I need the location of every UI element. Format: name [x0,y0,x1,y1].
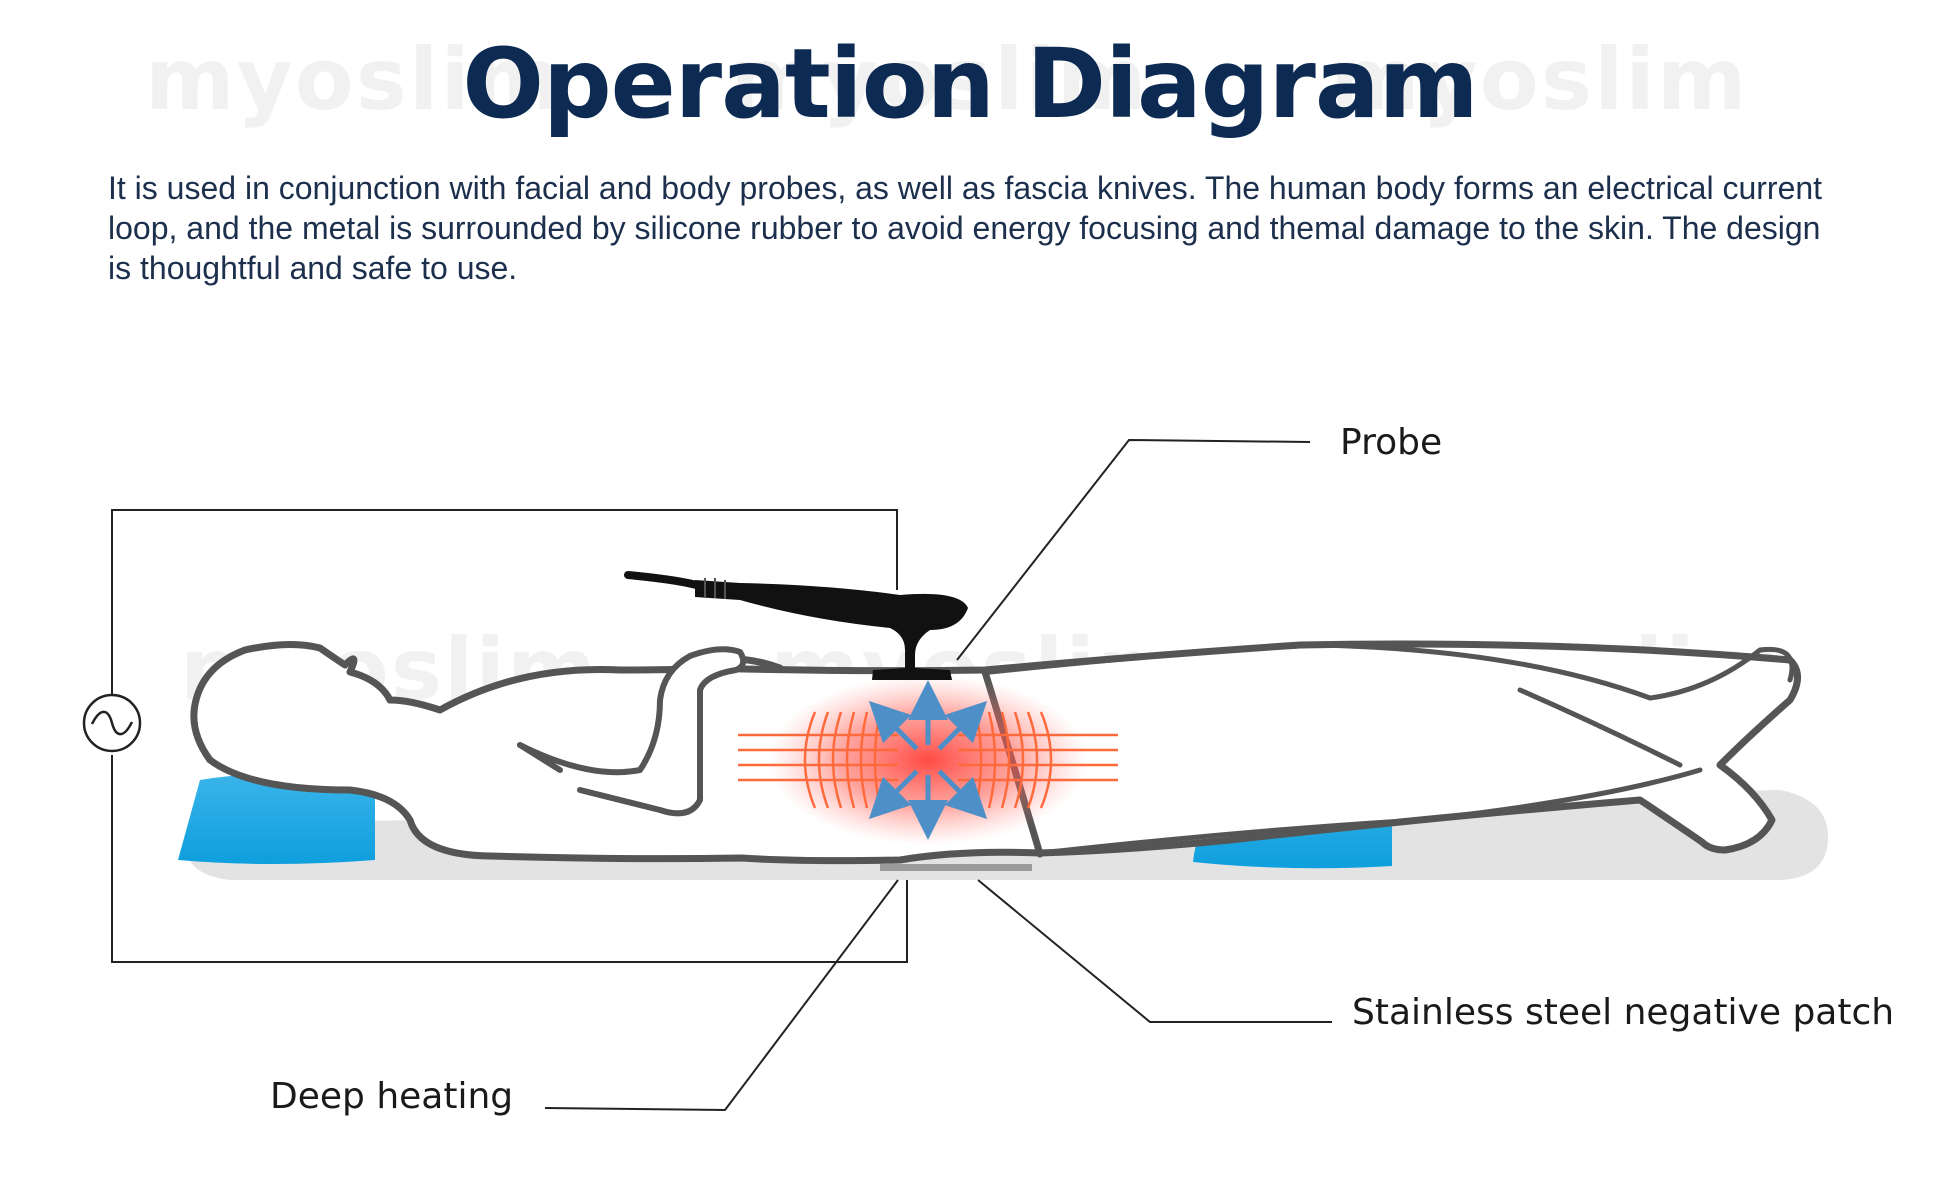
energy-arrow [868,769,919,820]
heat-wave-line [1039,711,1053,809]
heat-wave-line [831,711,843,809]
heat-wave-line [1026,711,1039,809]
deep-heating-label: Deep heating [270,1076,514,1117]
negative-patch-label: Stainless steel negative patch [1352,992,1895,1033]
energy-arrow [937,769,988,820]
circuit-loop [111,509,908,963]
energy-arrow [868,700,919,751]
heat-zone [768,675,1088,845]
heat-wave-line [1000,711,1011,809]
leader-lines [544,438,1332,1112]
probe-label: Probe [1340,422,1443,463]
head-pillow [178,774,375,864]
negative-patch [880,864,1032,871]
heat-wave-line [803,711,817,809]
human-arm [517,646,747,817]
page-title: Operation Diagram [462,28,1478,140]
energy-arrow [937,700,988,751]
legs-detail [987,642,1795,855]
heat-wave-line [987,711,997,809]
energy-arrows [868,680,988,840]
probe-icon [624,571,968,680]
heat-wave-line [859,711,869,809]
heat-wave-line [845,711,856,809]
description-text: It is used in conjunction with facial an… [108,170,1823,286]
heat-wave-line [817,711,830,809]
heat-wave-line [1013,711,1025,809]
ac-source-icon [82,693,142,753]
